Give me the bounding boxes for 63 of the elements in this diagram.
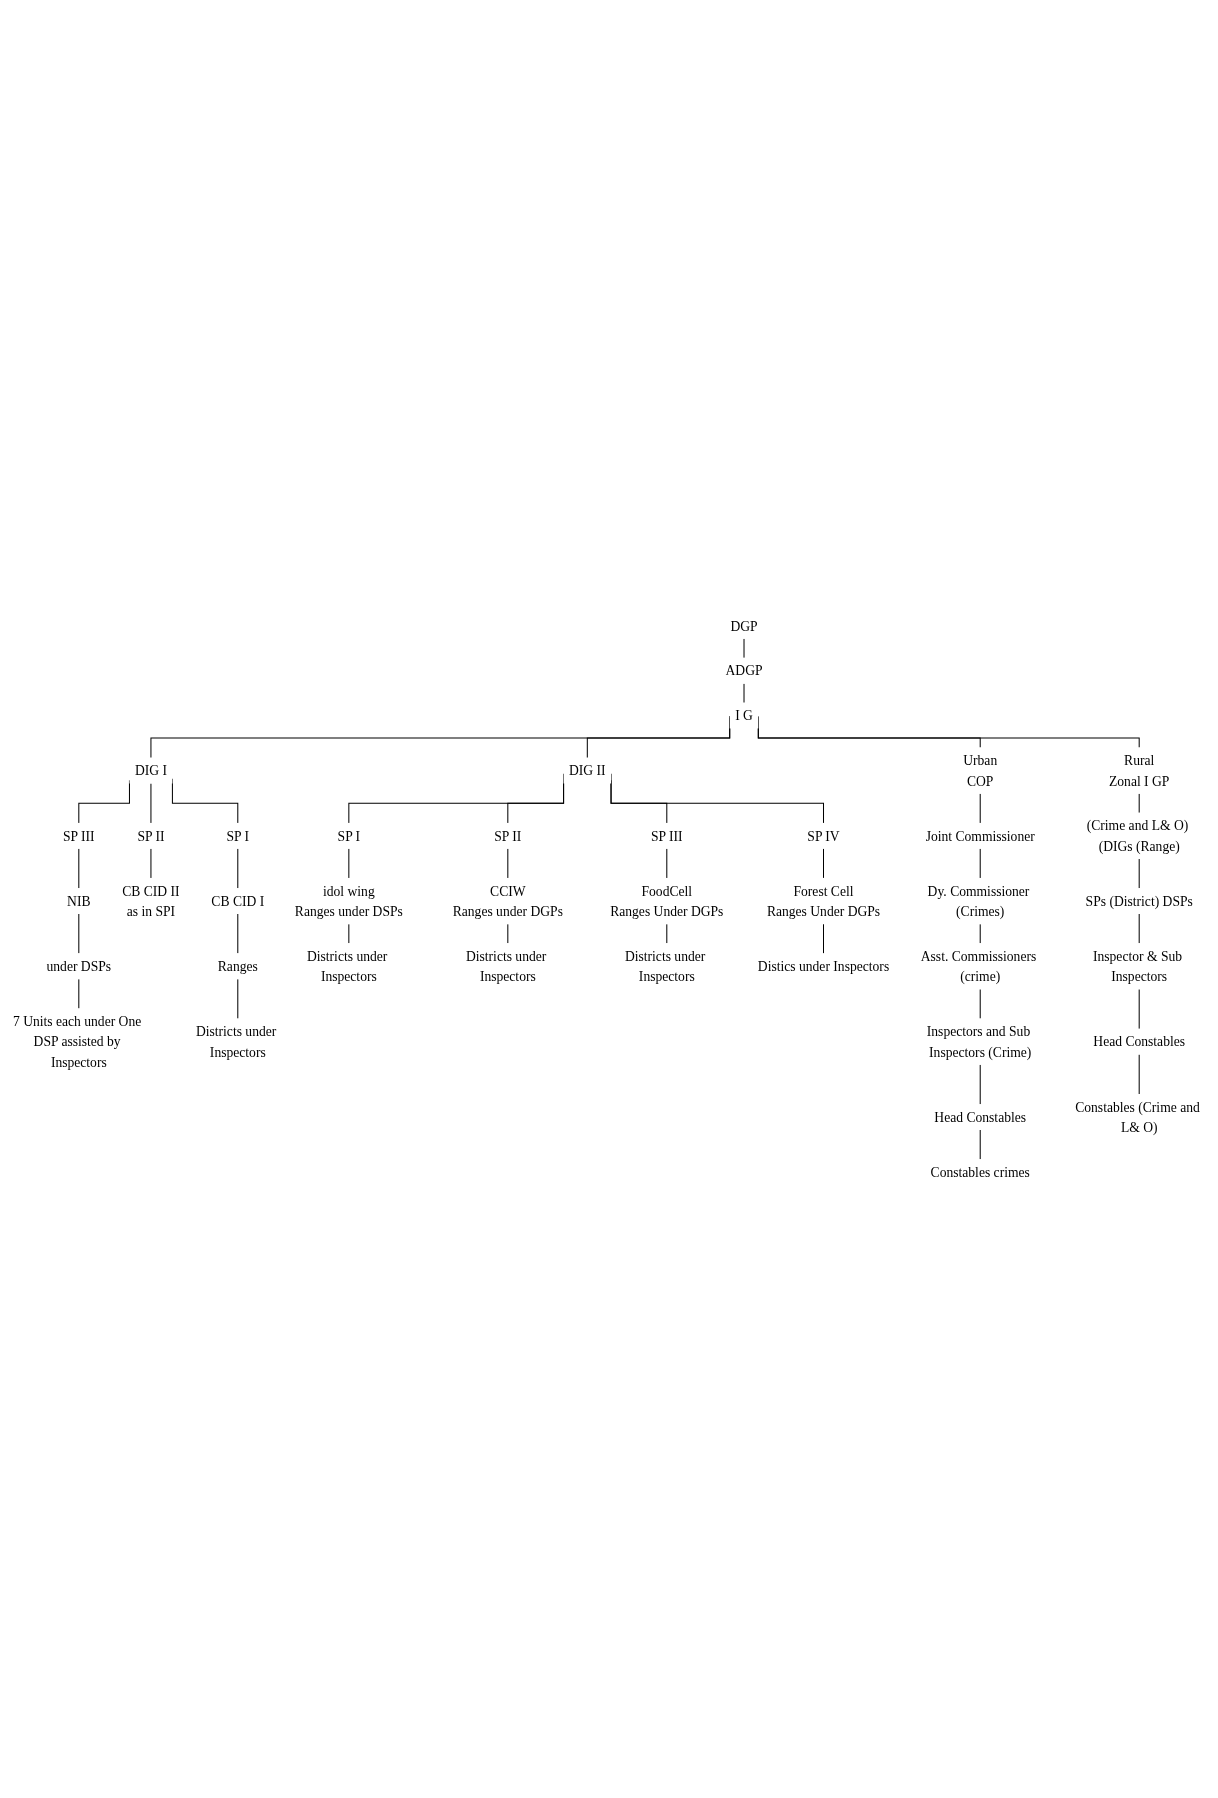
connector bbox=[979, 923, 981, 944]
node-text: Asst. Commissioners (crime) bbox=[920, 948, 1037, 984]
node-text: Head Constables bbox=[934, 1109, 1027, 1125]
node-text: Inspectors and Sub Inspectors (Crime) bbox=[926, 1024, 1032, 1060]
connector bbox=[78, 978, 80, 1009]
node-text: CB CID I bbox=[211, 893, 265, 909]
node-text: SP I bbox=[337, 828, 361, 844]
connector bbox=[979, 848, 981, 879]
connector bbox=[507, 848, 509, 879]
node-text: Constables crimes bbox=[930, 1164, 1030, 1180]
node-text: Districts under Inspectors bbox=[465, 948, 547, 984]
node-text: Rural Zonal I GP bbox=[1108, 752, 1170, 789]
node-text: idol wing Ranges under DSPs bbox=[294, 883, 403, 919]
connector bbox=[237, 913, 239, 954]
node-text: Urban COP bbox=[963, 752, 998, 789]
node-text: Distics under Inspectors bbox=[757, 958, 890, 974]
node-text: SP II bbox=[137, 828, 165, 844]
node-text: FoodCell Ranges Under DGPs bbox=[610, 883, 724, 919]
node-text: Head Constables bbox=[1093, 1034, 1186, 1050]
node-text: SP I bbox=[226, 828, 250, 844]
connector bbox=[1138, 913, 1140, 944]
node-text: Districts under Inspectors bbox=[624, 948, 706, 984]
node-text: DIG I bbox=[134, 763, 167, 779]
connector bbox=[78, 913, 80, 954]
node-text: CB CID II as in SPI bbox=[122, 883, 180, 919]
node-text: under DSPs bbox=[46, 958, 112, 974]
node-text: Districts under Inspectors bbox=[306, 948, 388, 984]
connector bbox=[1138, 988, 1140, 1030]
connector bbox=[979, 1064, 981, 1105]
node-text: SP IV bbox=[807, 828, 840, 844]
connector bbox=[823, 923, 824, 954]
connector bbox=[666, 848, 668, 879]
node-text: DGP bbox=[730, 618, 758, 634]
node-text: Ranges bbox=[217, 958, 258, 974]
connector bbox=[348, 923, 350, 944]
node-text: Joint Commissioner bbox=[925, 828, 1035, 844]
connector bbox=[237, 978, 239, 1020]
connector bbox=[979, 793, 981, 824]
node-text: Constables (Crime and L& O) bbox=[1075, 1099, 1200, 1135]
connector bbox=[666, 923, 668, 944]
node-text: SP III bbox=[651, 828, 683, 844]
connector bbox=[237, 848, 239, 889]
node-text: SP III bbox=[63, 828, 95, 844]
connector bbox=[78, 848, 80, 889]
node-text: SPs (District) DSPs bbox=[1085, 893, 1193, 909]
connector bbox=[979, 1129, 981, 1160]
node-text: Districts under Inspectors bbox=[195, 1024, 277, 1060]
node-text: NIB bbox=[67, 893, 91, 909]
connector bbox=[1138, 793, 1140, 814]
connector bbox=[979, 988, 981, 1020]
connector bbox=[507, 923, 509, 944]
node-text: CCIW Ranges under DGPs bbox=[452, 883, 563, 919]
node-text: Dy. Commissioner (Crimes) bbox=[927, 883, 1030, 919]
node-text: ADGP bbox=[725, 663, 763, 679]
connector bbox=[348, 848, 350, 879]
node-text: (Crime and L& O) (DIGs (Range) bbox=[1086, 818, 1189, 854]
node-text: SP II bbox=[494, 828, 522, 844]
node-text: Inspector & Sub Inspectors bbox=[1092, 948, 1183, 984]
node-text: Forest Cell Ranges Under DGPs bbox=[766, 883, 881, 919]
node-text: 7 Units each under One DSP assisted by Inspectors bbox=[12, 1013, 142, 1070]
connector bbox=[823, 848, 824, 879]
connector bbox=[1138, 858, 1140, 889]
connector bbox=[1138, 1054, 1140, 1095]
